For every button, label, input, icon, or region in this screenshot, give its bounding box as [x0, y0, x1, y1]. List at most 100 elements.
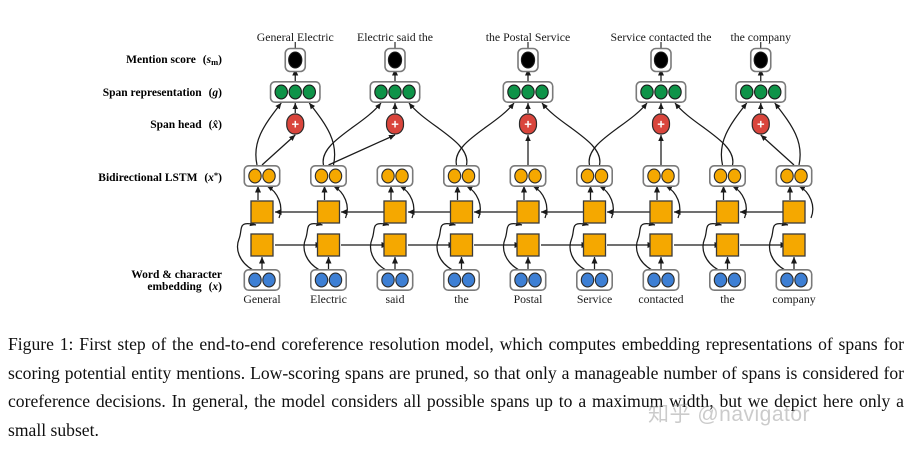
span-representation-unit — [402, 84, 416, 100]
span-label: Electric said the — [357, 30, 433, 44]
svg-text:+: + — [524, 117, 532, 132]
word-embedding — [309, 268, 347, 291]
span-representation — [635, 81, 687, 104]
word-embedding-unit — [395, 272, 409, 288]
mention-score-node — [517, 47, 539, 73]
span-head-node: + — [518, 113, 538, 135]
row-label-bidirectional-lstm: Bidirectional LSTM (x*) — [98, 170, 222, 184]
span-representation-unit — [521, 84, 535, 100]
bilstm-output-unit — [528, 168, 542, 184]
span-head-node: + — [286, 113, 305, 135]
word-label: the — [454, 292, 468, 306]
row-label-span-head-text: Span head — [150, 119, 202, 131]
bilstm-output — [708, 165, 746, 188]
word-embedding-unit — [647, 272, 661, 288]
word-embedding — [376, 268, 414, 291]
bilstm-output-unit — [248, 168, 262, 184]
row-label-bidirectional-lstm-text: Bidirectional LSTM — [98, 172, 197, 184]
word-label: company — [772, 292, 815, 306]
bilstm-output-unit — [514, 168, 528, 184]
span-head-node: + — [751, 113, 770, 135]
bilstm-output-boxes — [243, 165, 813, 188]
span-label: Service contacted the — [611, 30, 712, 44]
word-embedding — [575, 268, 613, 291]
span-representation-unit — [753, 84, 768, 100]
word-embedding — [509, 268, 547, 291]
word-label: Service — [577, 292, 612, 306]
row-label-embedding-line1: Word & character — [131, 269, 222, 281]
bilstm-output-unit — [447, 168, 462, 184]
span-representation — [502, 81, 554, 104]
bilstm-output-unit — [461, 168, 476, 184]
span-head-node: + — [385, 113, 405, 135]
span-representation — [735, 81, 787, 104]
word-embedding-unit — [447, 272, 462, 288]
bilstm-output-unit — [647, 168, 661, 184]
row-label-word-character-embedding: Word & character embedding (x) — [131, 269, 222, 293]
figure-diagram: Mention score (sm) Span representation (… — [98, 30, 815, 306]
lstm-cell — [250, 200, 274, 224]
word-embedding — [442, 268, 480, 291]
lstm-cell — [449, 233, 474, 257]
lstm-cell — [649, 200, 673, 224]
word-embedding — [775, 268, 813, 291]
bilstm-output-unit — [713, 168, 728, 184]
row-label-span-representation-text: Span representation — [103, 87, 203, 99]
word-embedding — [243, 268, 281, 291]
column-wiring — [236, 185, 814, 271]
span-head-nodes: + + + + + — [286, 113, 770, 135]
svg-text:+: + — [657, 117, 665, 132]
bilstm-output-unit — [794, 168, 808, 184]
word-embedding-unit — [661, 272, 675, 288]
bilstm-output-unit — [314, 168, 329, 184]
span-representation-unit — [654, 84, 668, 100]
svg-text:+: + — [391, 117, 399, 132]
bilstm-output-unit — [580, 168, 595, 184]
word-embedding-unit — [381, 272, 395, 288]
span-representation-unit — [767, 84, 782, 100]
bilstm-output-unit — [661, 168, 675, 184]
bilstm-output — [575, 165, 613, 188]
bilstm-output — [309, 165, 347, 188]
word-embedding-unit — [314, 272, 329, 288]
lstm-cell — [316, 200, 341, 224]
word-embedding — [642, 268, 680, 291]
row-label-span-representation: Span representation (g) — [103, 87, 222, 99]
lstm-cell — [316, 233, 341, 257]
word-embedding-unit — [727, 272, 742, 288]
span-representation-unit — [274, 84, 288, 100]
span-representation-unit — [288, 84, 302, 100]
span-representation — [369, 81, 421, 104]
word-embedding-unit — [713, 272, 728, 288]
word-embedding-unit — [514, 272, 528, 288]
row-label-mention-score: Mention score (sm) — [126, 54, 222, 67]
bilstm-output-unit — [780, 168, 794, 184]
word-embedding — [708, 268, 746, 291]
mention-score-node — [384, 47, 406, 73]
svg-text:Bidirectional LSTM (x*: Bidirectional LSTM (x*) — [98, 170, 222, 184]
bilstm-output-unit — [395, 168, 409, 184]
bilstm-output — [376, 165, 414, 188]
lstm-cell — [715, 200, 740, 224]
bilstm-output — [442, 165, 480, 188]
word-label: Postal — [514, 292, 544, 306]
bilstm-output — [509, 165, 547, 188]
bilstm-output — [642, 165, 680, 188]
span-head-node: + — [651, 113, 671, 135]
word-label: Electric — [310, 292, 347, 306]
word-label: the — [720, 292, 734, 306]
bilstm-output — [775, 165, 813, 188]
bilstm-output — [243, 165, 281, 188]
bilstm-output-unit — [381, 168, 395, 184]
svg-text:+: + — [757, 117, 765, 132]
svg-text:+: + — [291, 117, 299, 132]
mention-score-node — [650, 47, 672, 73]
span-label: the company — [730, 30, 791, 44]
lstm-cell — [582, 200, 607, 224]
row-label-mention-score-text: Mention score — [126, 54, 196, 66]
bilstm-output-unit — [594, 168, 609, 184]
row-label-embedding-line2: embedding — [147, 281, 202, 293]
word-label: contacted — [638, 292, 683, 306]
bilstm-output-unit — [328, 168, 343, 184]
